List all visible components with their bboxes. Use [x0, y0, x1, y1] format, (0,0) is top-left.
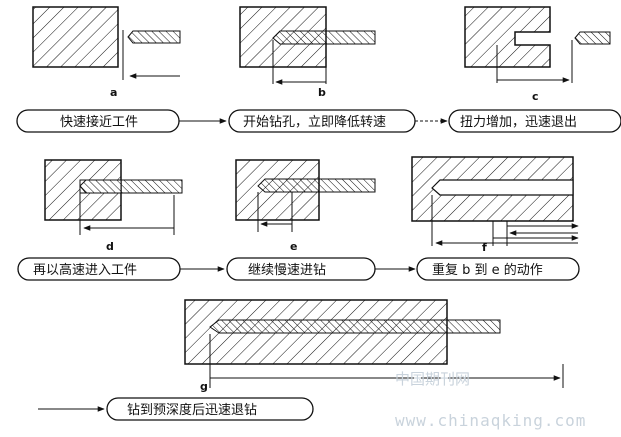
panel-a: a: [32, 6, 181, 99]
step-text-1: 快速接近工件: [60, 114, 138, 130]
step-text-5: 继续慢速进钻: [248, 262, 326, 278]
step-2: 开始钻孔，立即降低转速: [228, 109, 416, 133]
step-6: 重复 b 到 e 的动作: [416, 257, 580, 281]
panel-label-c: c: [532, 90, 539, 103]
step-text-6: 重复 b 到 e 的动作: [432, 262, 543, 278]
panel-c: c: [464, 6, 611, 103]
panel-label-e: e: [290, 240, 297, 253]
workpiece-a: [32, 6, 119, 68]
panel-label-g: g: [200, 380, 208, 393]
drill-bit-f: [431, 179, 574, 196]
step-4: 再以高速进入工件: [17, 257, 181, 281]
panel-label-a: a: [110, 86, 117, 99]
workpiece-c: [464, 6, 551, 68]
drill-bit-e: [257, 178, 376, 193]
step-text-2: 开始钻孔，立即降低转速: [243, 115, 386, 130]
drill-bit-d: [79, 179, 183, 194]
panel-b: b: [239, 6, 376, 99]
panel-label-b: b: [318, 86, 326, 99]
step-text-4: 再以高速进入工件: [33, 262, 137, 278]
step-5: 继续慢速进钻: [226, 257, 376, 281]
watermark-cn: 中国期刊网: [395, 370, 470, 388]
panel-label-d: d: [106, 240, 114, 253]
step-text-7: 钻到预深度后迅速退钻: [127, 402, 257, 418]
step-box-6: [416, 257, 580, 281]
step-box-3: [448, 109, 621, 133]
panel-label-f: f: [482, 241, 487, 254]
drill-bit-g: [209, 319, 501, 334]
panel-f: f: [411, 156, 579, 254]
drill-bit-b: [272, 30, 376, 45]
step-text-3: 扭力增加，迅速退出: [460, 115, 577, 130]
panel-g: g: [184, 299, 564, 393]
panel-e: e: [235, 159, 376, 253]
step-box-7: [106, 397, 314, 421]
step-1: 快速接近工件: [16, 109, 180, 133]
step-3: 扭力增加，迅速退出: [448, 109, 621, 133]
watermark-url: www.chinaqking.com: [395, 411, 586, 430]
drill-bit-c: [574, 31, 611, 45]
panel-d: d: [44, 159, 183, 253]
step-7: 钻到预深度后迅速退钻: [106, 397, 314, 421]
drill-bit-a: [127, 30, 181, 44]
